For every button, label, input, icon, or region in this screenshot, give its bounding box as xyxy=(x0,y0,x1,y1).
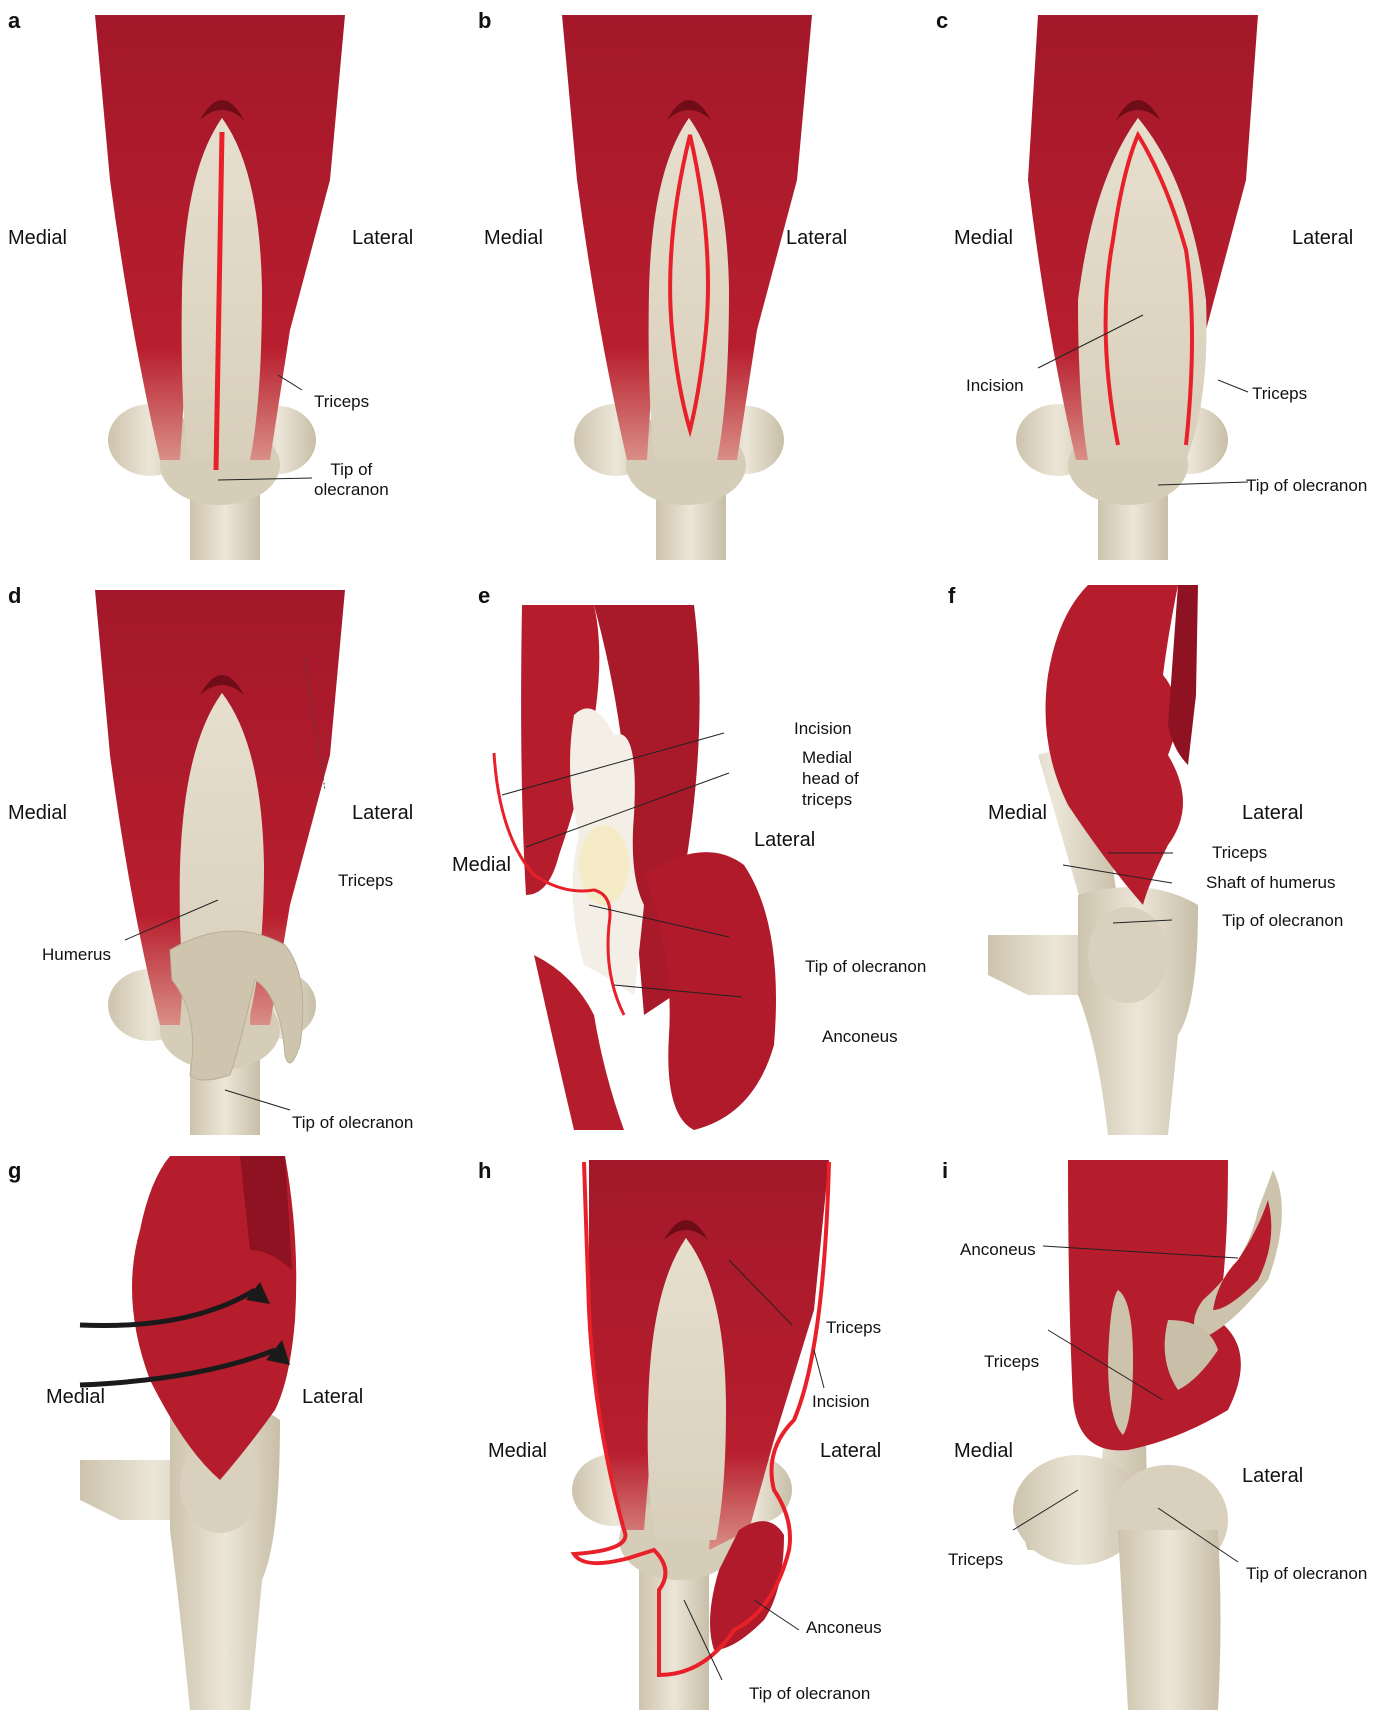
lateral-label: Lateral xyxy=(1242,803,1303,823)
panel-g: g Medial Lateral xyxy=(0,1150,464,1710)
triceps-label-lower: Triceps xyxy=(948,1550,1003,1570)
panel-c: c Medial Lateral Incision Triceps Tip of… xyxy=(928,0,1392,560)
humerus-label: Humerus xyxy=(42,945,111,965)
panel-d-illustration xyxy=(0,575,464,1135)
medial-label: Medial xyxy=(8,228,67,248)
tip-of-olecranon-label: Tip of olecranon xyxy=(805,957,926,977)
panel-b: b Medial Lateral xyxy=(464,0,928,560)
tip-of-olecranon-label: Tip of olecranon xyxy=(1222,911,1343,931)
panel-e-illustration xyxy=(464,575,928,1135)
panel-e: e Medial Lateral Incision Medial head of… xyxy=(464,575,928,1135)
medial-label: Medial xyxy=(488,1441,547,1461)
medial-label: Medial xyxy=(988,803,1047,823)
medial-head-of-triceps-label: Medial head of triceps xyxy=(802,747,859,810)
medial-label: Medial xyxy=(954,228,1013,248)
medial-label: Medial xyxy=(46,1387,105,1407)
anconeus-label: Anconeus xyxy=(822,1027,898,1047)
panel-a: a Medial Lateral Triceps Tip of olecrano… xyxy=(0,0,464,560)
lateral-label: Lateral xyxy=(352,228,413,248)
tip-of-olecranon-label: Tip of olecranon xyxy=(1246,1564,1367,1584)
medial-label: Medial xyxy=(954,1441,1013,1461)
panel-f: f Medial Lateral Triceps Shaft of humeru… xyxy=(928,575,1392,1135)
panel-h: h Medial Lateral Triceps Incision Ancone… xyxy=(464,1150,928,1710)
panel-g-illustration xyxy=(0,1150,464,1710)
triceps-label: Triceps xyxy=(1252,384,1307,404)
ulna xyxy=(1118,1530,1221,1710)
tip-of-olecranon-label: Tip of olecranon xyxy=(292,1113,413,1133)
triceps-label-upper: Triceps xyxy=(984,1352,1039,1372)
panel-letter: g xyxy=(8,1158,21,1184)
panel-letter: e xyxy=(478,583,490,609)
medial-label: Medial xyxy=(8,803,67,823)
reflected-triceps-posterior xyxy=(1046,585,1184,905)
tip-of-olecranon-label: Tip of olecranon xyxy=(314,460,389,500)
olecranon xyxy=(1088,907,1168,1003)
tip-of-olecranon-label: Tip of olecranon xyxy=(1246,476,1367,496)
medial-label: Medial xyxy=(452,855,511,875)
tip-of-olecranon-label: Tip of olecranon xyxy=(749,1684,870,1704)
triceps-label: Triceps xyxy=(338,871,393,891)
triceps-label: Triceps xyxy=(1212,843,1267,863)
panel-letter: i xyxy=(942,1158,948,1184)
panel-letter: b xyxy=(478,8,491,34)
panel-letter: h xyxy=(478,1158,491,1184)
medial-label: Medial xyxy=(484,228,543,248)
panel-f-illustration xyxy=(928,575,1392,1135)
lateral-label: Lateral xyxy=(1292,228,1353,248)
panel-letter: d xyxy=(8,583,21,609)
panel-letter: c xyxy=(936,8,948,34)
anconeus-label: Anconeus xyxy=(960,1240,1036,1260)
panel-a-illustration xyxy=(0,0,464,560)
medial-head-of-triceps xyxy=(579,825,629,905)
incision-label: Incision xyxy=(812,1392,870,1412)
leader-triceps xyxy=(1218,380,1248,392)
lateral-label: Lateral xyxy=(352,803,413,823)
shaft-of-humerus-label: Shaft of humerus xyxy=(1206,873,1335,893)
lateral-label: Lateral xyxy=(754,830,815,850)
panel-letter: a xyxy=(8,8,20,34)
lateral-label: Lateral xyxy=(1242,1466,1303,1486)
panel-b-illustration xyxy=(464,0,928,560)
leader-incision xyxy=(814,1350,824,1388)
anconeus-label: Anconeus xyxy=(806,1618,882,1638)
lateral-label: Lateral xyxy=(786,228,847,248)
lateral-label: Lateral xyxy=(820,1441,881,1461)
triceps-label: Triceps xyxy=(314,392,369,412)
lateral-label: Lateral xyxy=(302,1387,363,1407)
panel-i-illustration xyxy=(928,1150,1392,1710)
panel-letter: f xyxy=(948,583,955,609)
incision-label: Incision xyxy=(966,376,1024,396)
triceps-label: Triceps xyxy=(826,1318,881,1338)
panel-i: i Medial Lateral Anconeus Triceps Tricep… xyxy=(928,1150,1392,1710)
incision-label: Incision xyxy=(794,719,852,739)
panel-d: d Medial Lateral Triceps Humerus Tip of … xyxy=(0,575,464,1135)
